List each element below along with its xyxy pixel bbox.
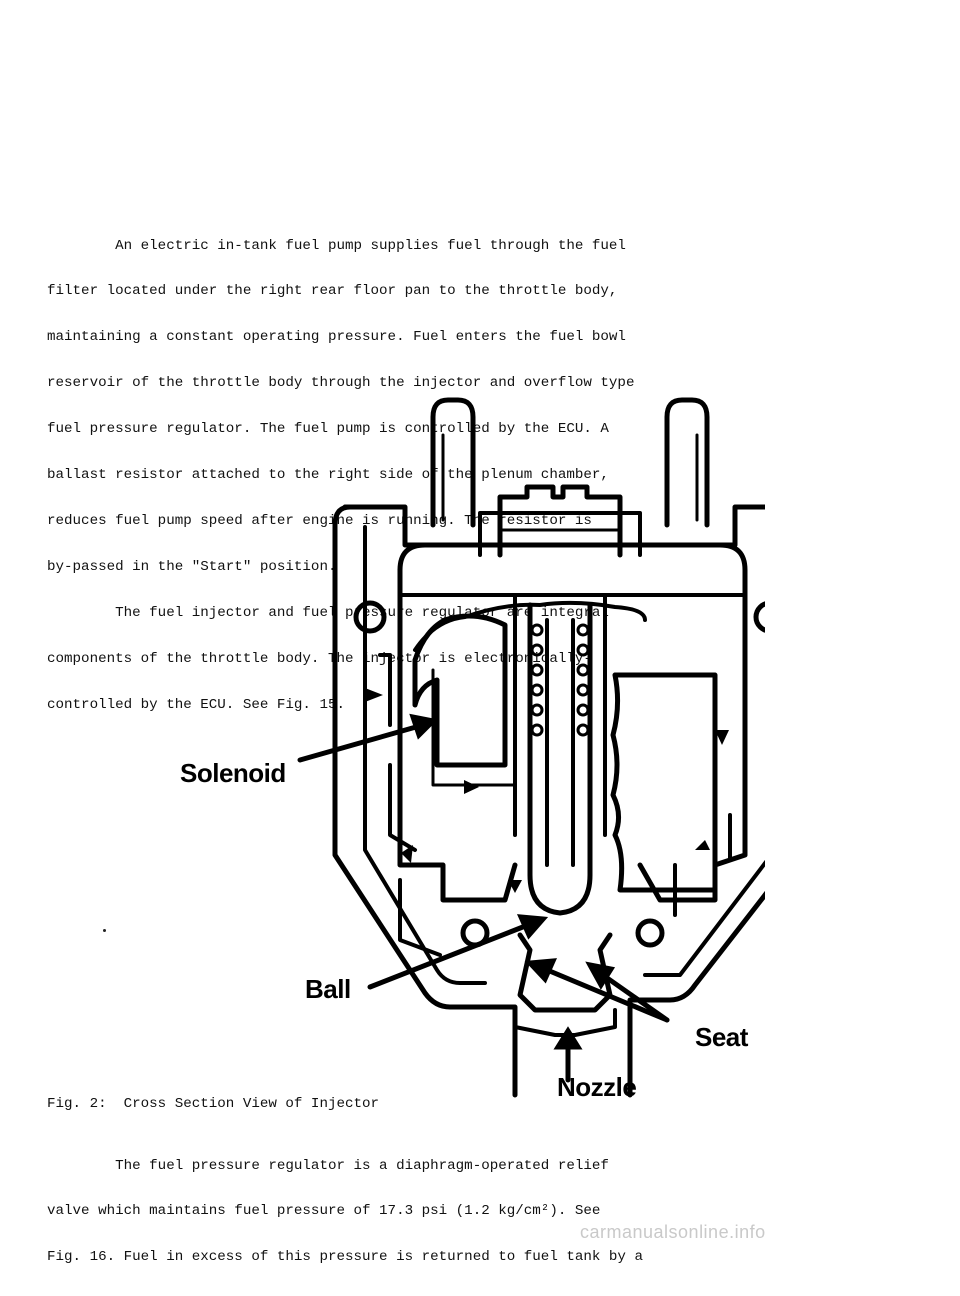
right-coil-block bbox=[610, 672, 718, 893]
text-line: ballast resistor attached to the right s… bbox=[47, 467, 609, 484]
injector-cross-section-diagram: Solenoid Ball Seat Nozzle bbox=[180, 397, 765, 1100]
text-line: maintaining a constant operating pressur… bbox=[47, 329, 626, 346]
ball-label: Ball bbox=[305, 974, 351, 1004]
text-line: An electric in-tank fuel pump supplies f… bbox=[47, 237, 626, 254]
text-line: by-passed in the "Start" position. bbox=[47, 558, 337, 575]
text-line: fuel pressure regulator. The fuel pump i… bbox=[47, 421, 609, 438]
lower-right-oring bbox=[635, 918, 665, 948]
text-line: controlled by the ECU. See Fig. 15. bbox=[47, 696, 345, 713]
regulator-paragraph: The fuel pressure regulator is a diaphra… bbox=[47, 1128, 643, 1296]
right-terminal-pin bbox=[664, 397, 710, 528]
injector-body bbox=[397, 542, 748, 903]
text-line: The fuel pressure regulator is a diaphra… bbox=[47, 1157, 609, 1174]
upper-right-oring bbox=[753, 601, 765, 633]
solenoid-label: Solenoid bbox=[180, 758, 286, 788]
document-page: An electric in-tank fuel pump supplies f… bbox=[47, 237, 766, 1265]
seat-label: Seat bbox=[695, 1022, 749, 1052]
scan-speck bbox=[103, 929, 106, 932]
site-watermark: carmanualsonline.info bbox=[580, 1222, 766, 1242]
left-terminal-pin bbox=[430, 397, 476, 528]
text-line: reservoir of the throttle body through t… bbox=[47, 375, 635, 392]
text-line: filter located under the right rear floo… bbox=[47, 283, 618, 300]
nozzle-label: Nozzle bbox=[557, 1072, 636, 1100]
top-cap bbox=[497, 484, 623, 558]
solenoid-coil bbox=[412, 613, 508, 768]
nozzle-tip bbox=[517, 932, 613, 1013]
figure-caption: Fig. 2: Cross Section View of Injector bbox=[47, 1096, 380, 1112]
upper-left-oring bbox=[353, 600, 387, 634]
text-line: Fig. 16. Fuel in excess of this pressure… bbox=[47, 1249, 643, 1266]
armature-needle bbox=[527, 602, 593, 916]
text-line: The fuel injector and fuel pressure regu… bbox=[47, 604, 609, 621]
return-spring bbox=[530, 623, 590, 737]
text-line: valve which maintains fuel pressure of 1… bbox=[47, 1203, 601, 1220]
